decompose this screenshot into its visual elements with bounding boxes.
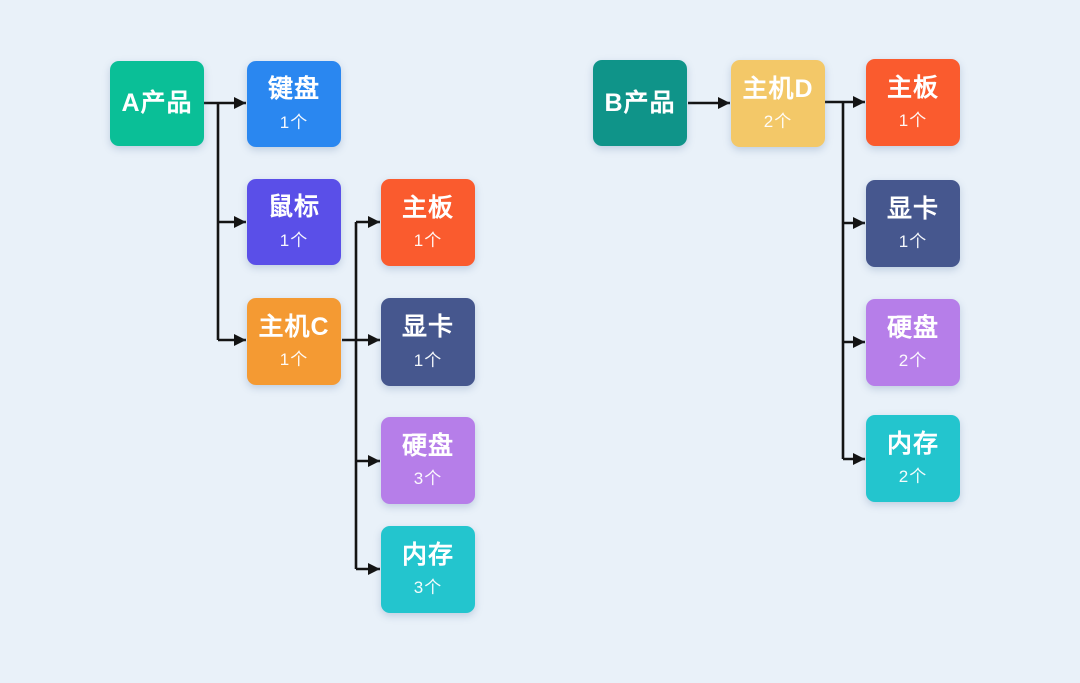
node-a-host-c: 主机C 1个 bbox=[247, 298, 341, 385]
node-b-motherboard: 主板 1个 bbox=[866, 59, 960, 146]
node-label: 显卡 bbox=[401, 313, 454, 342]
node-label: 主机C bbox=[258, 312, 330, 341]
node-a-hdd: 硬盘 3个 bbox=[381, 417, 475, 504]
node-a-motherboard: 主板 1个 bbox=[381, 179, 475, 266]
node-count: 1个 bbox=[413, 350, 443, 370]
node-a-gpu: 显卡 1个 bbox=[381, 298, 475, 386]
node-label: 显卡 bbox=[886, 194, 939, 223]
node-b-memory: 内存 2个 bbox=[866, 415, 960, 502]
node-label: 鼠标 bbox=[267, 193, 320, 222]
node-label: 主机D bbox=[742, 74, 814, 103]
node-a-keyboard: 键盘 1个 bbox=[247, 61, 341, 147]
node-b-product: B产品 bbox=[593, 60, 687, 146]
node-label: A产品 bbox=[121, 89, 193, 118]
node-count: 2个 bbox=[763, 112, 793, 132]
node-count: 1个 bbox=[413, 231, 443, 251]
node-b-hdd: 硬盘 2个 bbox=[866, 299, 960, 386]
node-label: B产品 bbox=[604, 88, 676, 117]
node-count: 1个 bbox=[279, 350, 309, 370]
node-label: 键盘 bbox=[267, 75, 320, 104]
node-count: 1个 bbox=[279, 230, 309, 250]
node-b-host-d: 主机D 2个 bbox=[731, 60, 825, 147]
node-a-mouse: 鼠标 1个 bbox=[247, 179, 341, 265]
node-label: 硬盘 bbox=[886, 313, 939, 342]
node-count: 1个 bbox=[279, 112, 309, 132]
node-label: 主板 bbox=[401, 193, 454, 222]
node-label: 内存 bbox=[886, 429, 939, 458]
node-count: 1个 bbox=[898, 111, 928, 131]
node-label: 内存 bbox=[401, 540, 454, 569]
node-a-product: A产品 bbox=[110, 61, 204, 146]
node-count: 1个 bbox=[898, 232, 928, 252]
node-count: 2个 bbox=[898, 351, 928, 371]
node-count: 2个 bbox=[898, 467, 928, 487]
node-count: 3个 bbox=[413, 578, 443, 598]
node-count: 3个 bbox=[413, 469, 443, 489]
node-label: 主板 bbox=[886, 73, 939, 102]
node-a-memory: 内存 3个 bbox=[381, 526, 475, 613]
node-label: 硬盘 bbox=[401, 431, 454, 460]
node-b-gpu: 显卡 1个 bbox=[866, 180, 960, 267]
